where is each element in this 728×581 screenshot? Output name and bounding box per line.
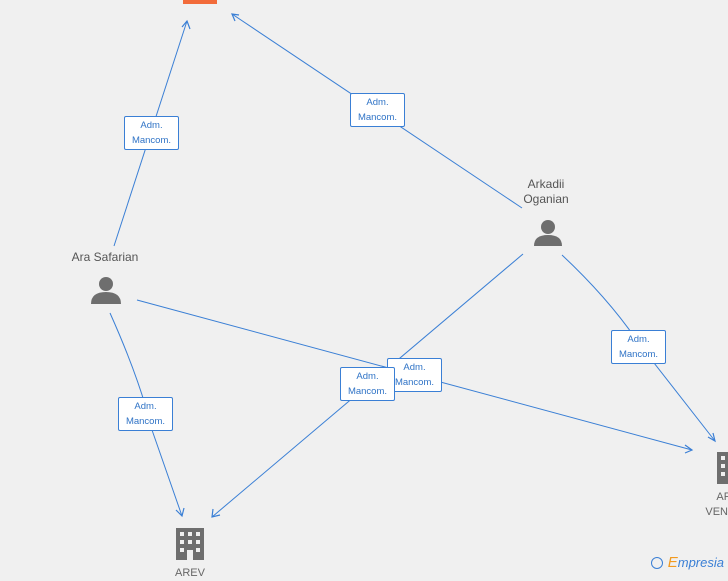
building-icon-arev[interactable] (176, 528, 204, 560)
edge-label-line1: Adm. (134, 401, 157, 412)
edge-label-line1: Adm. (366, 97, 389, 108)
edge-label-line2: Mancom. (347, 386, 388, 397)
edge-label-arkadii-top[interactable]: Adm. Mancom. (350, 93, 405, 127)
edge-label-line2: Mancom. (357, 112, 398, 123)
arev-name: AREV (175, 567, 205, 579)
edge-label-ara-arventures[interactable]: Adm. Mancom. (387, 358, 442, 392)
company-label-arev[interactable]: AREV (160, 566, 220, 581)
arrowhead (707, 432, 716, 443)
person-label-ara-safarian[interactable]: Ara Safarian (60, 250, 150, 265)
arrowhead (175, 507, 185, 518)
edge-label-arkadii-arev[interactable]: Adm. Mancom. (340, 367, 395, 401)
brand-initial: E (667, 554, 678, 571)
company-label-ar-ventures[interactable]: AR VENTU (684, 490, 728, 520)
edge-label-line1: Adm. (356, 371, 379, 382)
top-company-icon[interactable] (183, 0, 217, 4)
edge-label-line1: Adm. (627, 334, 650, 345)
ar-ventures-name-line2: VENTU (705, 506, 728, 518)
arrowhead (211, 508, 221, 518)
empresia-brand[interactable]: Empresia (668, 554, 724, 571)
person-label-arkadii-oganian[interactable]: Arkadii Oganian (506, 177, 586, 207)
person-icon-arkadii-oganian[interactable] (534, 220, 562, 246)
copyright-circle (651, 557, 663, 569)
brand-name: mpresia (677, 555, 724, 570)
arkadii-oganian-name-line1: Arkadii (527, 177, 565, 191)
edge-label-line2: Mancom. (131, 135, 172, 146)
ar-ventures-name-line1: AR (716, 491, 728, 503)
arkadii-oganian-name-line2: Oganian (523, 192, 569, 206)
arrowhead (181, 19, 191, 30)
arrowhead (231, 13, 240, 22)
arrowhead (684, 444, 694, 454)
edge-label-line2: Mancom. (618, 349, 659, 360)
edge-label-arkadii-arventures[interactable]: Adm. Mancom. (611, 330, 666, 364)
edge-label-ara-arev[interactable]: Adm. Mancom. (118, 397, 173, 431)
edge-label-line2: Mancom. (394, 377, 435, 388)
building-icon-ar-ventures[interactable] (717, 452, 728, 484)
edge-label-line1: Adm. (140, 120, 163, 131)
edge-label-line1: Adm. (403, 362, 426, 373)
person-icon-ara-safarian[interactable] (91, 277, 121, 304)
edge-label-line2: Mancom. (125, 416, 166, 427)
ara-safarian-name: Ara Safarian (71, 250, 139, 264)
edge-label-ara-top[interactable]: Adm. Mancom. (124, 116, 179, 150)
